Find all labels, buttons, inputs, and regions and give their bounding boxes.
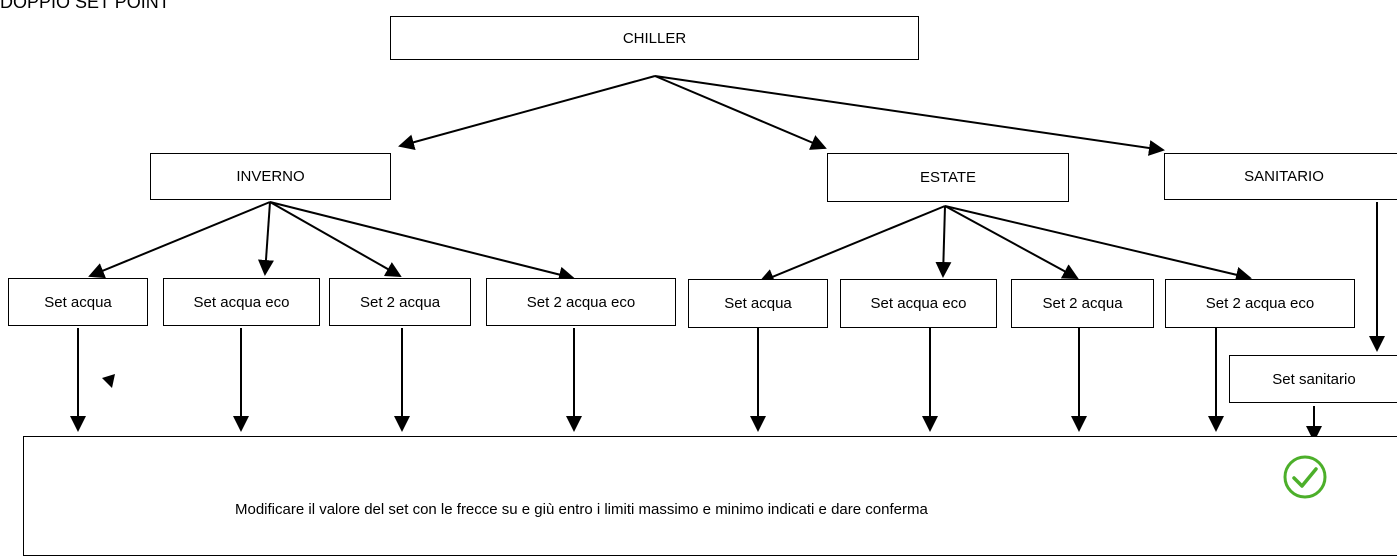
arrow-estate-to-set-acqua [758,205,946,285]
summer-set-acqua-eco-box: Set acqua eco [840,279,997,328]
arrow-estate-to-set-2-acqua [944,205,1079,279]
arrow-estate-to-set-2-acqua-eco [944,205,1252,283]
arrow-inverno-to-set-acqua [88,201,271,279]
arrow-chiller-to-inverno [398,75,656,151]
summer-set-2-acqua-box: Set 2 acqua [1011,279,1154,328]
instruction-box: Modificare il valore del set con le frec… [23,436,1397,556]
arrow-chiller-to-estate [654,75,827,150]
chiller-box: CHILLER [390,16,919,60]
confirm-check-icon [1283,455,1327,499]
check-mark [1292,467,1318,488]
estate-box: ESTATE [827,153,1069,202]
diagram-header-label: DOPPIO SET POINT [0,0,170,12]
arrow-inverno-to-set-2-acqua-eco [269,201,575,283]
stray-triangle-mark [102,374,115,388]
winter-set-acqua-box: Set acqua [8,278,148,326]
winter-set-2-acqua-box: Set 2 acqua [329,278,471,326]
winter-set-acqua-eco-box: Set acqua eco [163,278,320,326]
summer-set-acqua-box: Set acqua [688,279,828,328]
arrow-inverno-to-set-acqua-eco [257,201,274,276]
inverno-box: INVERNO [150,153,391,200]
summer-set-2-acqua-eco-box: Set 2 acqua eco [1165,279,1355,328]
arrow-chiller-to-sanitario [654,75,1165,156]
check-circle [1283,455,1327,499]
arrow-estate-to-set-acqua-eco [935,205,952,278]
set-sanitario-box: Set sanitario [1229,355,1397,403]
arrow-inverno-to-set-2-acqua [269,201,402,277]
sanitario-box: SANITARIO [1164,153,1397,200]
instruction-text: Modificare il valore del set con le frec… [235,501,928,518]
winter-set-2-acqua-eco-box: Set 2 acqua eco [486,278,676,326]
